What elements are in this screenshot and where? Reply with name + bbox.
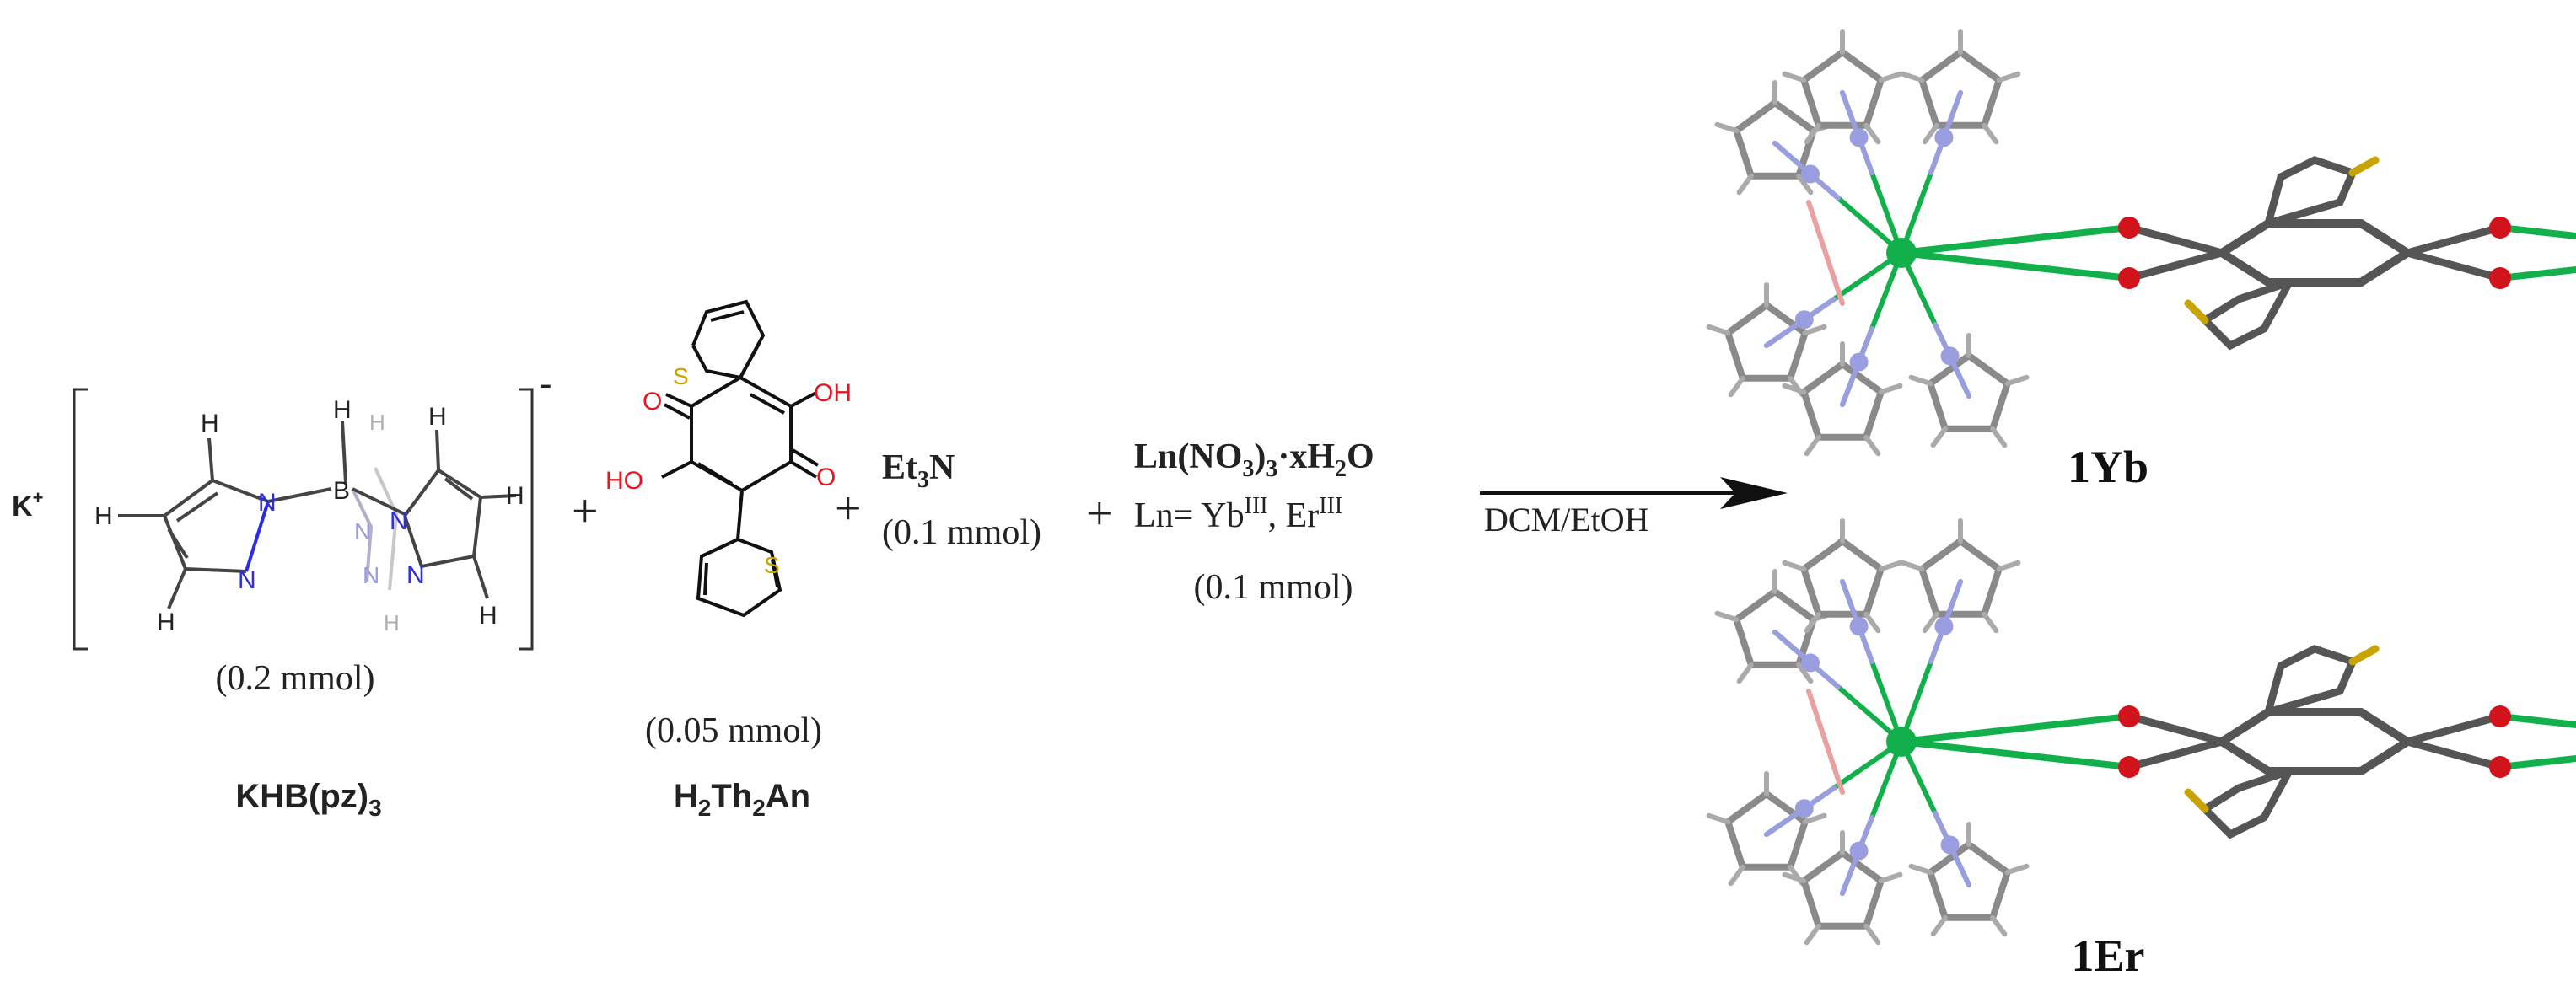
nitrogen-ball: [1801, 164, 1820, 184]
nitrogen-ball: [1849, 617, 1869, 636]
nitrogen-ball: [1934, 128, 1954, 147]
product-label-1er: 1Er: [2072, 930, 2145, 981]
oxygen-ball: [2489, 756, 2511, 778]
atom-balls: [1794, 128, 2511, 372]
h-atom: H: [506, 482, 524, 510]
oxygen-ball: [2118, 705, 2140, 727]
salt-formula: Ln(NO3)3·xH2O: [1134, 437, 1374, 482]
nitrogen-ball: [1940, 346, 1960, 366]
h-atom: H: [157, 609, 175, 636]
h2th2an-amount: (0.05 mmol): [645, 711, 822, 750]
metal-ball: [1886, 238, 1917, 268]
right-bracket: [519, 388, 534, 651]
oxygen-ball: [2118, 267, 2140, 289]
h2th2an-name: H2Th2An: [674, 778, 810, 821]
sulfur-atom: S: [764, 552, 780, 578]
h-atom: H: [333, 396, 352, 424]
h-atom: H: [201, 410, 219, 437]
base-amount: (0.1 mmol): [882, 513, 1041, 552]
nitrogen-ball: [1940, 835, 1960, 855]
h2th2an-structure: S S OH HO O O (0.05 mmol) H2Th2An: [605, 299, 852, 821]
anilate-core: [2213, 708, 2416, 775]
metal-ball: [1886, 727, 1917, 757]
nitrogen-ball: [1849, 128, 1869, 147]
product-structure-1er: [1706, 518, 2576, 946]
salt-amount: (0.1 mmol): [1194, 568, 1353, 607]
n-atom-faint: N: [363, 562, 379, 588]
nitrogen-ball: [1794, 799, 1814, 818]
product-label-1yb: 1Yb: [2068, 442, 2148, 492]
h-atom: H: [479, 602, 497, 630]
oxygen-ball: [2118, 217, 2140, 239]
oxygen-ball: [2489, 705, 2511, 727]
h-atom-faint: H: [369, 410, 385, 435]
ligand-sticks: [1706, 518, 2576, 946]
nitrogen-ball: [1794, 310, 1814, 330]
plus-sign-2: +: [835, 483, 862, 535]
n-atom: N: [390, 507, 408, 535]
carbonyl-oxygen: O: [643, 388, 662, 416]
nitrogen-ball: [1934, 617, 1954, 636]
reaction-arrow: DCM/EtOH: [1480, 477, 1788, 539]
hydroxyl-group: HO: [605, 467, 643, 495]
lanthanide-choice: Ln= YbIII, ErIII: [1134, 493, 1342, 535]
base-reagent: Et3N (0.1 mmol): [882, 448, 1041, 552]
khbpz3-amount: (0.2 mmol): [216, 659, 375, 698]
n-atom: N: [258, 489, 277, 517]
h-atom: H: [94, 502, 113, 530]
reaction-condition: DCM/EtOH: [1484, 501, 1649, 539]
h-atom: H: [428, 403, 447, 431]
oxygen-ball: [2489, 217, 2511, 239]
nitrogen-ball: [1849, 841, 1869, 861]
anion-charge: -: [540, 363, 552, 405]
nitrogen-ball: [1849, 352, 1869, 372]
oxygen-ball: [2489, 267, 2511, 289]
quinone-ring: [690, 376, 793, 493]
product-structure-1yb: [1706, 29, 2576, 457]
nitrogen-ball: [1801, 653, 1820, 673]
atom-balls: [1794, 617, 2511, 861]
boron-atom: B: [333, 477, 350, 505]
n-atom: N: [238, 566, 256, 594]
ligand-sticks: [1706, 29, 2576, 457]
left-bracket: [73, 388, 88, 651]
khbpz3-name: KHB(pz)3: [235, 778, 381, 821]
top-thiophene-ring: [691, 299, 766, 380]
plus-sign-1: +: [572, 485, 599, 538]
base-name: Et3N: [882, 448, 955, 493]
hydroxyl-group: OH: [814, 379, 852, 407]
counter-ion-label: K+: [12, 487, 43, 523]
n-atom-faint: N: [354, 518, 371, 544]
sulfur-atom: S: [673, 363, 689, 389]
carbonyl-oxygen: O: [816, 464, 836, 491]
anilate-core: [2213, 219, 2416, 287]
khbpz3-structure: K+ - H H: [12, 363, 552, 821]
n-atom: N: [406, 561, 425, 589]
lanthanide-salt: Ln(NO3)3·xH2O Ln= YbIII, ErIII (0.1 mmol…: [1134, 437, 1374, 607]
h-atom-faint: H: [384, 610, 400, 635]
oxygen-ball: [2118, 756, 2140, 778]
plus-sign-3: +: [1086, 488, 1113, 540]
